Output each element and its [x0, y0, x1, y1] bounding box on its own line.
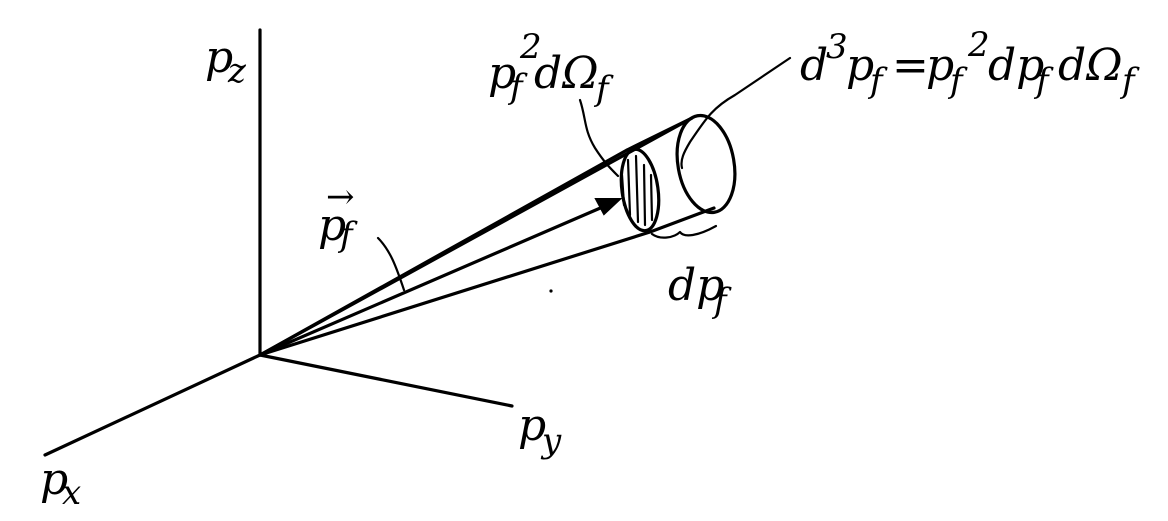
eq-rhs-p: p — [926, 40, 954, 91]
eq-rhs-domega-sub: f — [1119, 61, 1140, 101]
area-hatching — [620, 154, 654, 227]
pz-label-p: p — [205, 32, 233, 83]
cone-lower-line — [258, 230, 652, 357]
vector-label-p: p — [318, 200, 346, 251]
shell-thickness-label: dp f — [668, 260, 732, 321]
cone-inner-upper-line — [258, 148, 629, 357]
vector-leader-line — [376, 236, 406, 292]
volume-leader-line — [680, 56, 792, 170]
eq-rhs-sup: 2 — [967, 25, 990, 65]
vector-arrow-glyph: → — [326, 177, 355, 217]
area-element-label: p f 2 dΩ f — [488, 27, 614, 109]
pz-label: p z — [205, 32, 247, 91]
py-axis — [258, 353, 514, 408]
area-label-sub: f — [507, 67, 528, 107]
stray-mark — [549, 289, 553, 293]
thickness-brace — [650, 224, 718, 239]
momentum-vector-arrowhead — [594, 198, 623, 216]
eq-equals: = — [892, 40, 929, 91]
py-label: p y — [518, 400, 562, 461]
area-label-domega-sub: f — [593, 69, 614, 109]
pz-label-sub: z — [227, 51, 247, 91]
px-label-sub: x — [62, 473, 81, 513]
px-label-p: p — [40, 454, 68, 505]
area-label-domega: dΩ — [534, 48, 599, 99]
thickness-label-dp: dp — [668, 260, 724, 311]
py-label-sub: y — [540, 421, 562, 461]
eq-lhs-sup: 3 — [826, 27, 848, 67]
eq-rhs-sub: f — [947, 61, 968, 101]
area-label-p: p — [488, 48, 516, 99]
px-label: p x — [40, 454, 81, 513]
py-label-p: p — [518, 400, 546, 451]
eq-lhs-sub: f — [867, 61, 888, 101]
eq-lhs-d: d — [800, 40, 828, 91]
area-leader-line — [578, 98, 620, 178]
thickness-label-sub: f — [711, 281, 732, 321]
px-axis — [43, 353, 262, 457]
eq-lhs-p: p — [846, 40, 874, 91]
vector-label-sub: f — [337, 215, 358, 255]
eq-rhs-dp: dp — [988, 40, 1044, 91]
momentum-vector-label: → p f — [318, 177, 358, 255]
shell-top-line — [625, 116, 694, 152]
eq-rhs-domega: dΩ — [1058, 40, 1123, 91]
area-label-sup: 2 — [519, 27, 542, 67]
momentum-vector-line — [258, 204, 607, 357]
outer-shell-ellipse — [675, 113, 737, 215]
eq-rhs-dp-sub: f — [1033, 61, 1054, 101]
volume-equation: d 3 p f = p f 2 dp f dΩ f — [800, 25, 1140, 101]
